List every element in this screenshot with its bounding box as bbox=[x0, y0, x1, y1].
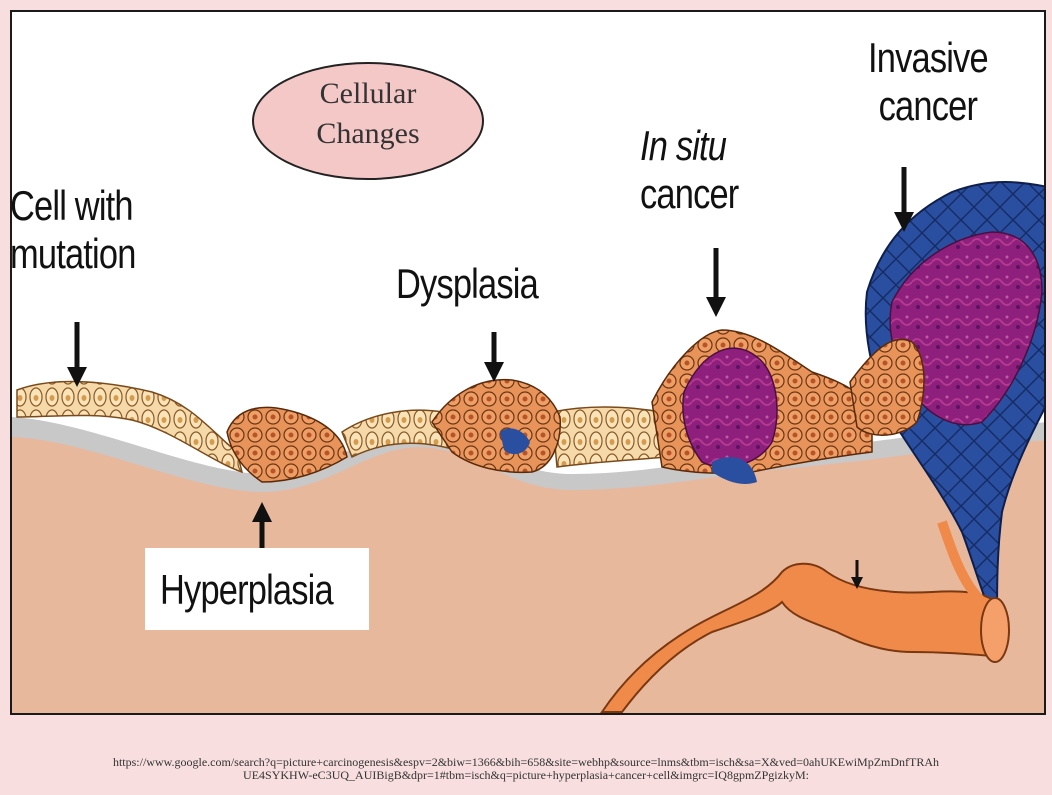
source-url: https://www.google.com/search?q=picture+… bbox=[0, 756, 1052, 782]
hyperplasia-label: Hyperplasia bbox=[160, 566, 333, 614]
in-situ-cancer-label: In situ cancer bbox=[640, 122, 738, 218]
oval-title-line2: Changes bbox=[252, 114, 484, 154]
invasive-cancer-label: Invasive cancer bbox=[868, 34, 988, 130]
cellular-changes-title: Cellular Changes bbox=[252, 74, 484, 154]
in-situ-label-line1: In situ bbox=[640, 122, 738, 170]
source-url-line2: UE4SYKHW-eC3UQ_AUIBigB&dpr=1#tbm=isch&q=… bbox=[0, 769, 1052, 782]
dysplasia-label: Dysplasia bbox=[396, 260, 538, 308]
cell-with-mutation-label: Cell with mutation bbox=[10, 182, 136, 278]
cell-label-line2: mutation bbox=[10, 230, 136, 278]
in-situ-label-line2: cancer bbox=[640, 170, 738, 218]
invasive-label-line1: Invasive bbox=[868, 34, 988, 82]
oval-title-line1: Cellular bbox=[252, 74, 484, 114]
cell-label-line1: Cell with bbox=[10, 182, 136, 230]
invasive-label-line2: cancer bbox=[868, 82, 988, 130]
